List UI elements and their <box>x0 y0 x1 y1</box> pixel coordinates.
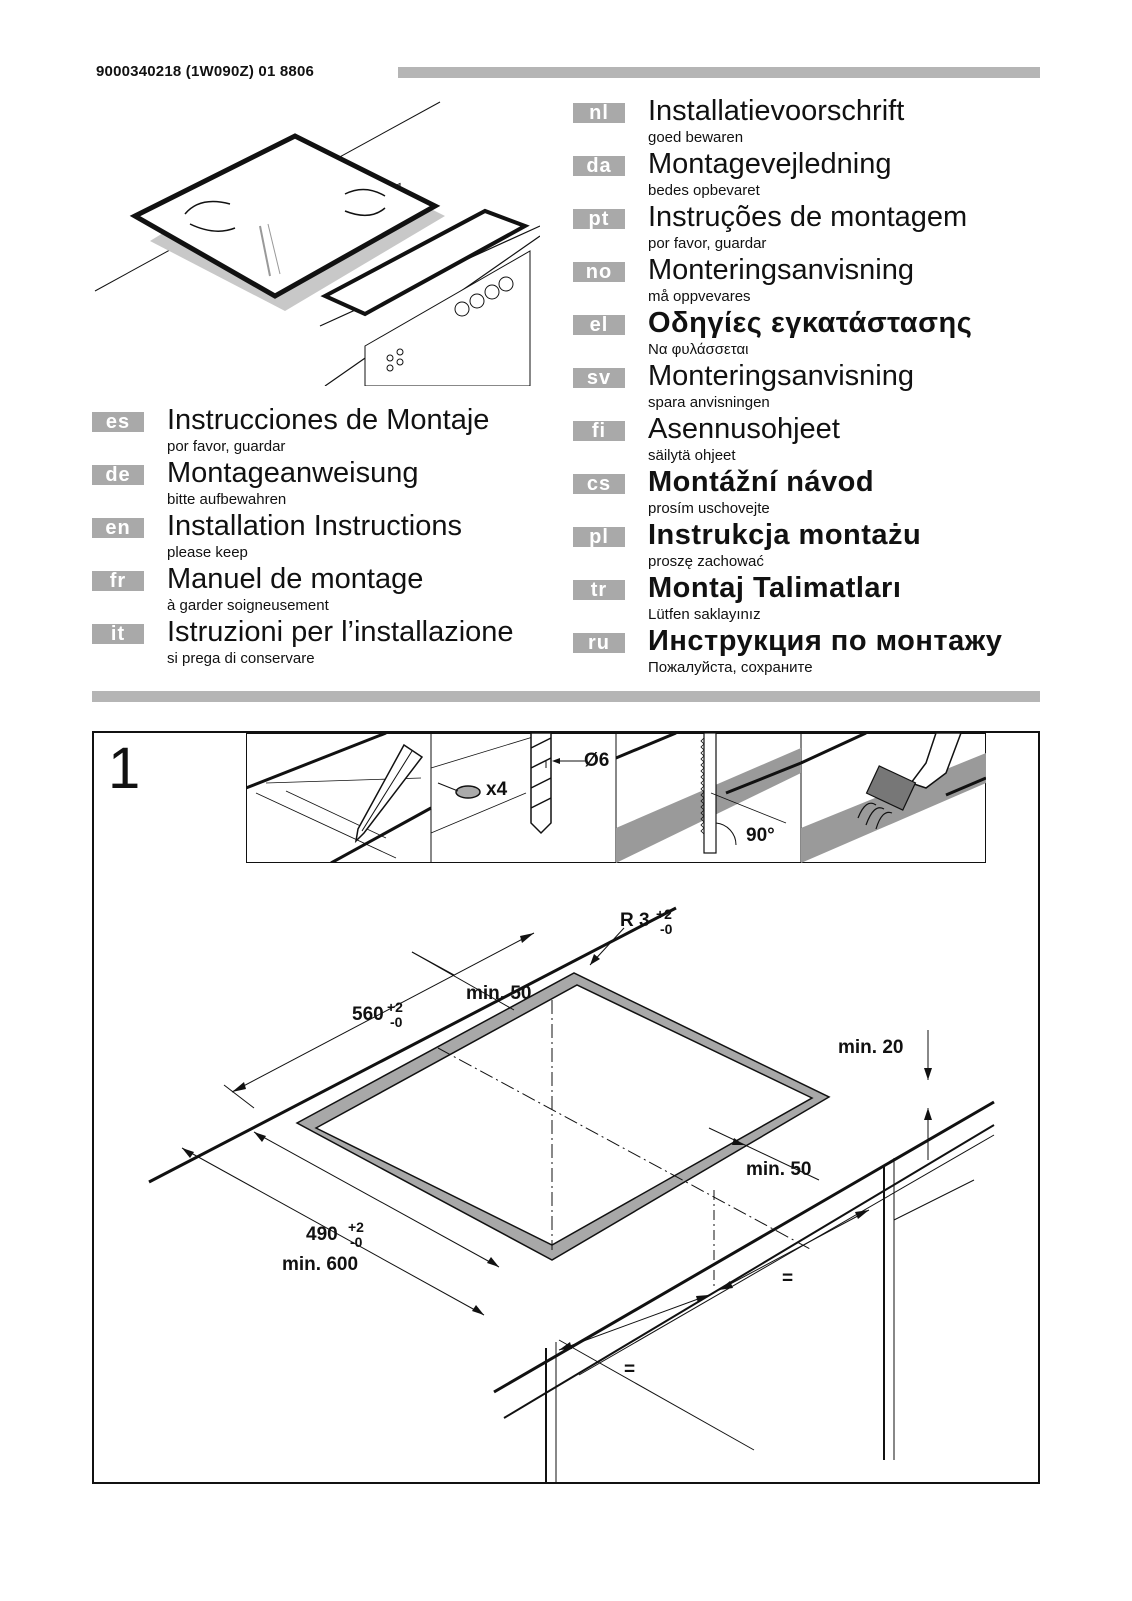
figure-frame <box>92 731 1040 1484</box>
step-panels <box>246 733 986 863</box>
lang-title: Asennusohjeet <box>648 413 840 445</box>
lang-code-badge: nl <box>573 103 625 123</box>
hole-count-label: x4 <box>486 779 508 800</box>
lang-title: Montageanweisung <box>167 457 419 489</box>
lang-code-badge: ru <box>573 633 625 653</box>
marking-panel <box>246 733 432 863</box>
lang-row-sv: sv Monteringsanvisning spara anvisningen <box>573 360 1053 414</box>
lang-row-fr: fr Manuel de montage à garder soigneusem… <box>92 563 562 617</box>
step-panel-labels: x4 Ø6 90° <box>486 750 775 846</box>
lang-code-badge: no <box>573 262 625 282</box>
lang-row-pl: pl Instrukcja montażu proszę zachować <box>573 519 1053 573</box>
hole-marker-icon <box>455 785 481 799</box>
min-20-label: min. 20 <box>838 1037 903 1058</box>
lang-title: Инструкция по монтажу <box>648 625 1003 657</box>
lang-code-badge: sv <box>573 368 625 388</box>
lang-row-nl: nl Installatievoorschrift goed bewaren <box>573 95 1053 149</box>
width-560-label: 560 <box>352 1004 384 1025</box>
lang-row-no: no Monteringsanvisning må oppvevares <box>573 254 1053 308</box>
drilling-panel <box>430 733 586 835</box>
equal-label: = <box>624 1359 635 1380</box>
lang-subtitle: Lütfen saklayınız <box>648 606 761 623</box>
lang-title: Instrucciones de Montaje <box>167 404 490 436</box>
lang-row-da: da Montagevejledning bedes opbevaret <box>573 148 1053 202</box>
lang-code-badge: it <box>92 624 144 644</box>
lang-subtitle: à garder soigneusement <box>167 597 329 614</box>
lang-code-badge: es <box>92 412 144 432</box>
lang-code-badge: da <box>573 156 625 176</box>
cutout-dimension-drawing: R 3 +2 -0 min. 50 560 +2 -0 min. 20 min.… <box>148 906 995 1482</box>
lang-subtitle: proszę zachować <box>648 553 764 570</box>
lang-subtitle: si prega di conservare <box>167 650 315 667</box>
lang-row-it: it Istruzioni per l’installazione si pre… <box>92 616 562 670</box>
lang-code-badge: pt <box>573 209 625 229</box>
lang-subtitle: bedes opbevaret <box>648 182 760 199</box>
drill-diameter-label: Ø6 <box>584 750 609 771</box>
header-rule <box>398 67 1040 78</box>
min-50-front-label: min. 50 <box>746 1159 811 1180</box>
lang-title: Instrukcja montażu <box>648 519 922 551</box>
lang-title: Οδηγίες εγκατάστασης <box>648 307 973 339</box>
saw-blade-icon <box>703 733 717 854</box>
lang-row-el: el Οδηγίες εγκατάστασης Να φυλάσσεται <box>573 307 1053 361</box>
min-50-back-label: min. 50 <box>466 983 531 1004</box>
lang-subtitle: spara anvisningen <box>648 394 770 411</box>
lang-row-ru: ru Инструкция по монтажу Пожалуйста, сох… <box>573 625 1053 679</box>
depth-490-plus: +2 <box>348 1219 364 1235</box>
sawing-panel <box>615 733 802 863</box>
hob-illustration <box>94 101 540 386</box>
section-rule <box>92 691 1040 702</box>
lang-subtitle: prosím uschovejte <box>648 500 770 517</box>
lang-code-badge: fr <box>92 571 144 591</box>
lang-row-tr: tr Montaj Talimatları Lütfen saklayınız <box>573 572 1053 626</box>
lang-row-cs: cs Montážní návod prosím uschovejte <box>573 466 1053 520</box>
lang-title: Montážní návod <box>648 466 875 498</box>
lang-subtitle: goed bewaren <box>648 129 744 146</box>
lang-title: Montaj Talimatları <box>648 572 902 604</box>
depth-490-label: 490 <box>306 1224 338 1245</box>
lang-subtitle: må oppvevares <box>648 288 751 305</box>
lang-row-pt: pt Instruções de montagem por favor, gua… <box>573 201 1053 255</box>
lang-subtitle: bitte aufbewahren <box>167 491 287 508</box>
lang-subtitle: por favor, guardar <box>648 235 767 252</box>
lang-code-badge: fi <box>573 421 625 441</box>
lang-subtitle: Пожалуйста, сохраните <box>648 659 813 676</box>
lang-code-badge: pl <box>573 527 625 547</box>
radius-label: R 3 <box>620 910 650 931</box>
lang-subtitle: please keep <box>167 544 248 561</box>
lang-title: Manuel de montage <box>167 563 424 595</box>
equal-label: = <box>782 1268 793 1289</box>
lang-code-badge: en <box>92 518 144 538</box>
lang-row-en: en Installation Instructions please keep <box>92 510 562 564</box>
lang-title: Installatievoorschrift <box>648 95 905 127</box>
document-id: 9000340218 (1W090Z) 01 8806 <box>96 63 315 80</box>
width-560-minus: -0 <box>390 1014 403 1030</box>
lang-row-es: es Instrucciones de Montaje por favor, g… <box>92 404 562 458</box>
sealing-panel <box>800 733 986 863</box>
lang-subtitle: Να φυλάσσεται <box>648 341 749 358</box>
radius-tol-plus: +2 <box>656 906 672 922</box>
lang-subtitle: säilytä ohjeet <box>648 447 736 464</box>
lang-title: Montagevejledning <box>648 148 892 180</box>
lang-subtitle: por favor, guardar <box>167 438 286 455</box>
lang-code-badge: tr <box>573 580 625 600</box>
lang-title: Monteringsanvisning <box>648 360 914 392</box>
width-560-plus: +2 <box>387 999 403 1015</box>
step-number: 1 <box>108 736 141 801</box>
lang-code-badge: de <box>92 465 144 485</box>
brush-handle-icon <box>909 733 962 789</box>
radius-tol-minus: -0 <box>660 921 673 937</box>
saw-angle-label: 90° <box>746 825 775 846</box>
lang-row-fi: fi Asennusohjeet säilytä ohjeet <box>573 413 1053 467</box>
lang-title: Istruzioni per l’installazione <box>167 616 514 648</box>
min-600-label: min. 600 <box>282 1254 358 1275</box>
lang-code-badge: el <box>573 315 625 335</box>
lang-title: Installation Instructions <box>167 510 462 542</box>
lang-title: Instruções de montagem <box>648 201 968 233</box>
lang-row-de: de Montageanweisung bitte aufbewahren <box>92 457 562 511</box>
lang-title: Monteringsanvisning <box>648 254 914 286</box>
lang-code-badge: cs <box>573 474 625 494</box>
depth-490-minus: -0 <box>350 1234 363 1250</box>
